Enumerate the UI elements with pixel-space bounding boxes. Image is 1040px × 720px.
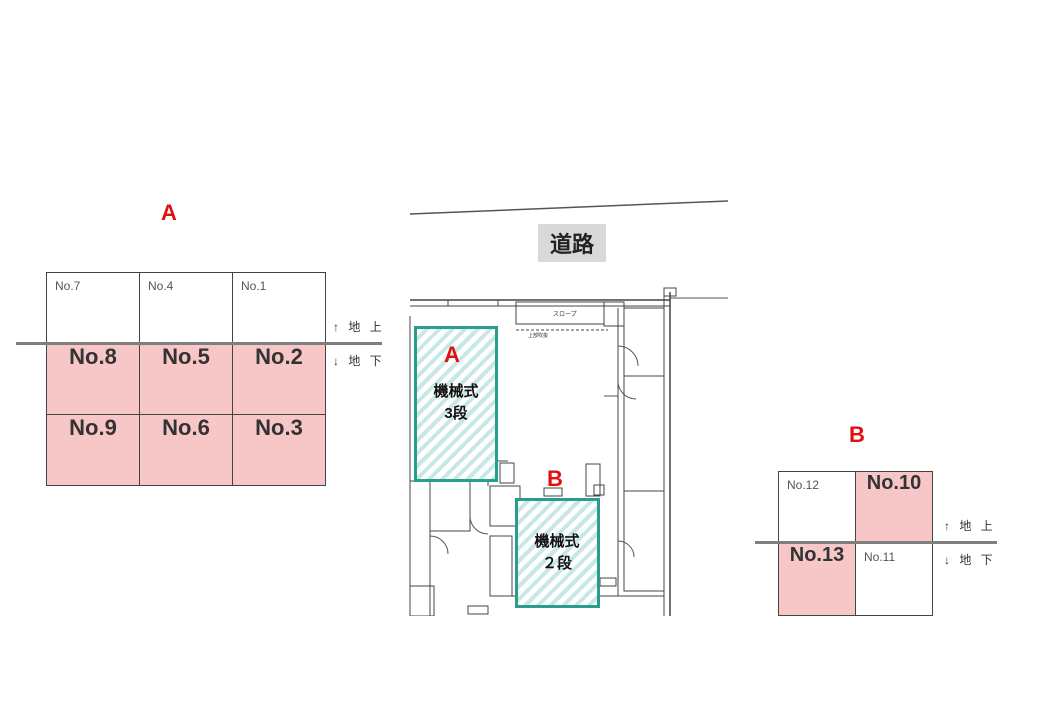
slot-no10[interactable]: No.10 xyxy=(855,471,933,544)
slot-no3[interactable]: No.3 xyxy=(232,414,326,486)
slot-label: No.2 xyxy=(255,344,303,369)
mechanical-unit-b[interactable] xyxy=(515,498,600,608)
mechanical-unit-a-letter: A xyxy=(444,342,460,367)
slot-label: No.4 xyxy=(148,279,174,293)
slot-no9[interactable]: No.9 xyxy=(46,414,140,486)
slope-text: スロープ xyxy=(553,311,577,318)
slot-label: No.8 xyxy=(69,344,117,369)
section-b-below-label: ↓ 地 下 xyxy=(944,553,996,567)
section-b-title: B xyxy=(849,422,865,447)
slot-label: No.9 xyxy=(69,415,117,440)
mechanical-unit-b-line1: 機械式 xyxy=(534,533,580,550)
section-a-grid: No.7 No.4 No.1 No.8 No.5 No.2 No.9 No.6 … xyxy=(46,272,326,486)
slot-label: No.12 xyxy=(787,478,820,492)
slot-no6[interactable]: No.6 xyxy=(139,414,233,486)
slot-label: No.13 xyxy=(789,544,845,566)
slot-no7[interactable]: No.7 xyxy=(46,272,140,344)
slot-no11[interactable]: No.11 xyxy=(855,543,933,616)
section-a-above-label: ↑ 地 上 xyxy=(333,320,385,334)
section-a-below-label: ↓ 地 下 xyxy=(333,354,385,368)
slot-label: No.10 xyxy=(866,472,922,494)
upper-text: 上部吹抜 xyxy=(528,332,548,339)
slot-label: No.1 xyxy=(241,279,267,293)
road-label: 道路 xyxy=(538,224,606,262)
section-a-title: A xyxy=(161,200,177,225)
slot-no5[interactable]: No.5 xyxy=(139,343,233,415)
slot-no2[interactable]: No.2 xyxy=(232,343,326,415)
slot-label: No.3 xyxy=(255,415,303,440)
slot-label: No.7 xyxy=(55,279,81,293)
section-b-ground-line xyxy=(755,541,997,544)
slot-no1[interactable]: No.1 xyxy=(232,272,326,344)
section-a-ground-line xyxy=(16,342,382,345)
mechanical-unit-b-line2: ２段 xyxy=(541,555,572,572)
slot-label: No.11 xyxy=(864,550,896,564)
mechanical-unit-a-line2: 3段 xyxy=(444,405,468,422)
section-b-above-label: ↑ 地 上 xyxy=(944,519,996,533)
slot-label: No.6 xyxy=(162,415,210,440)
slot-no4[interactable]: No.4 xyxy=(139,272,233,344)
slot-no8[interactable]: No.8 xyxy=(46,343,140,415)
mechanical-unit-a[interactable] xyxy=(414,326,498,482)
mechanical-unit-a-line1: 機械式 xyxy=(433,383,479,400)
slot-no12[interactable]: No.12 xyxy=(778,471,856,544)
slot-label: No.5 xyxy=(162,344,210,369)
slot-no13[interactable]: No.13 xyxy=(778,543,856,616)
mechanical-unit-b-letter: B xyxy=(547,466,563,491)
